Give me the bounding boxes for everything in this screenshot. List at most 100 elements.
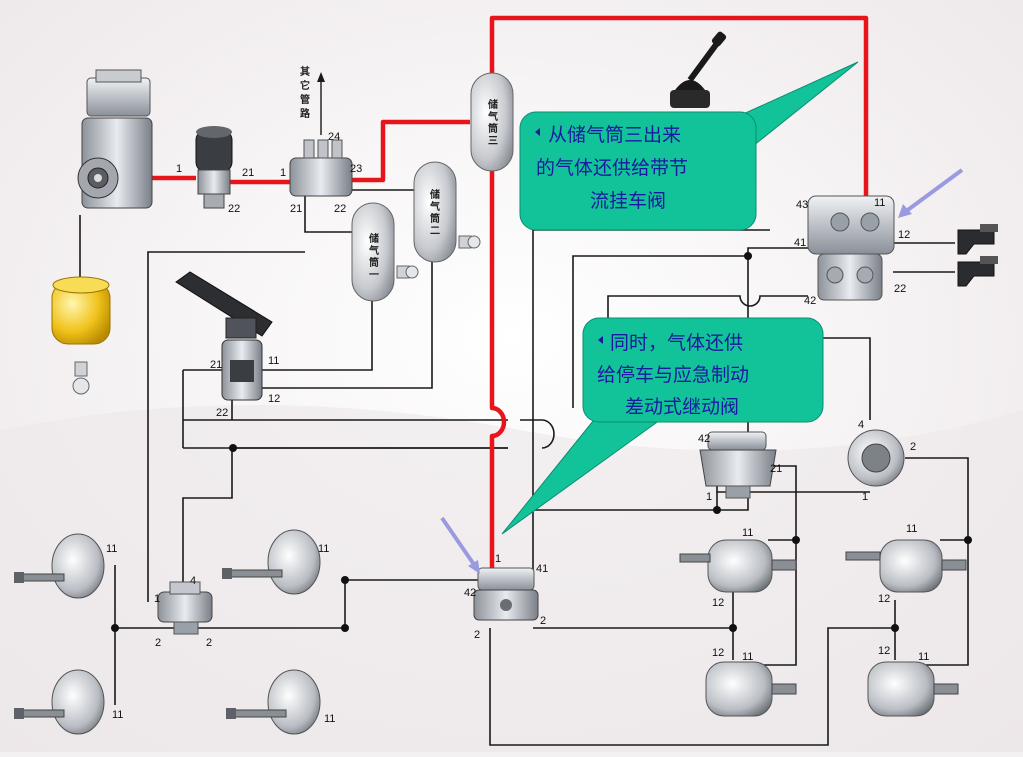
hand-brake-valve-icon: [670, 31, 727, 108]
spring-brake-chamber-icon: [679, 539, 797, 593]
tank3-char-3: 筒: [488, 122, 498, 135]
brake-chamber-icon: [14, 669, 105, 735]
port-label: 11: [106, 543, 117, 555]
port-label: 43: [796, 199, 808, 211]
port-label: 11: [324, 713, 335, 725]
pipe-junctions: [111, 252, 972, 632]
junction-dot: [964, 536, 972, 544]
port-label: 22: [228, 203, 240, 215]
tank1-char-1: 储: [368, 232, 379, 245]
drain-valve-icon: [72, 361, 90, 395]
other-pipeline-arrow: [317, 72, 325, 135]
port-label: 1: [495, 553, 501, 565]
tank1-char-2: 气: [368, 244, 379, 257]
pipe-brake22-to-relay-left: [182, 448, 233, 590]
port-label: 1: [176, 163, 182, 175]
differential-relay-valve-icon: [699, 431, 777, 499]
relay-valve-left-icon: [157, 581, 213, 635]
spring-brake-valve-icon: [847, 429, 905, 487]
junction-dot: [713, 506, 721, 514]
port-label: 1: [154, 593, 160, 605]
other-pipeline-char-2: 它: [300, 79, 310, 92]
foot-brake-valve-icon: [175, 271, 273, 401]
callout-middle-line-2: 给停车与应急制动: [597, 364, 749, 386]
port-label: 12: [712, 597, 724, 609]
highlight-arrow-icon: [898, 168, 964, 218]
tank2-char-4: 二: [430, 225, 440, 237]
spring-brake-chamber-icon: [845, 539, 967, 593]
compressor-icon: [77, 69, 153, 209]
pipe-cross-hump: [520, 419, 555, 449]
callout-top-line-3: 流挂车阀: [590, 190, 666, 212]
port-label: 1: [280, 167, 286, 179]
trailer-control-valve-icon: [807, 195, 895, 301]
pipe-valve-r2-to-chambers: [905, 457, 969, 666]
gladhand-icon: [957, 224, 998, 255]
air-dryer-icon: [195, 126, 233, 209]
port-label: 1: [706, 491, 712, 503]
air-tank-2: 储 气 筒 二: [413, 161, 457, 263]
tank2-char-3: 筒: [430, 212, 440, 225]
port-label: 12: [878, 593, 890, 605]
port-labels: 1 21 22 1 24 23 21 22 43 11 41 42 12 22 …: [106, 131, 929, 725]
callout-top-line-1: 从储气筒三出来: [548, 124, 681, 146]
red-pipe-tank3-to-relay: [489, 168, 507, 570]
port-label: 42: [804, 295, 816, 307]
port-label: 42: [698, 433, 710, 445]
junction-dot: [341, 624, 349, 632]
red-pipe-pv-to-tank3: [352, 119, 470, 183]
port-label: 21: [210, 359, 222, 371]
tank3-char-2: 气: [487, 110, 498, 123]
port-label: 12: [712, 647, 724, 659]
junction-dot: [891, 624, 899, 632]
port-label: 2: [206, 637, 212, 649]
port-label: 4: [858, 419, 864, 431]
callout-top: 从储气筒三出来 的气体还供给带节 流挂车阀: [519, 61, 859, 231]
port-label: 12: [878, 645, 890, 657]
pipe-left-riser: [147, 251, 305, 602]
bullet-icon: [535, 128, 540, 136]
spring-brake-chamber-icon: [705, 661, 797, 717]
port-label: 1: [862, 491, 868, 503]
tank3-char-1: 储: [487, 98, 498, 111]
air-tank-3: 储 气 筒 三: [470, 72, 514, 172]
port-label: 41: [794, 237, 806, 249]
bullet-icon: [598, 336, 603, 344]
port-label: 21: [242, 167, 254, 179]
drain-valve-icon: [458, 235, 481, 249]
port-label: 11: [874, 197, 885, 209]
brake-chamber-icon: [226, 669, 321, 735]
callout-top-line-2: 的气体还供给带节: [536, 157, 688, 179]
other-pipeline-char-4: 路: [300, 107, 311, 120]
port-label: 12: [898, 229, 910, 241]
spring-brake-chamber-icon: [867, 661, 959, 717]
port-label: 4: [190, 575, 196, 587]
port-label: 12: [268, 393, 280, 405]
junction-dot: [792, 536, 800, 544]
port-label: 11: [742, 527, 753, 539]
drain-valve-icon: [396, 265, 419, 279]
port-label: 21: [290, 203, 302, 215]
port-label: 22: [334, 203, 346, 215]
port-label: 2: [910, 441, 916, 453]
pipe-tank2-to-brake12: [262, 262, 433, 389]
pipe-tank1-to-brake11: [262, 300, 373, 371]
port-label: 11: [268, 355, 279, 367]
tank1-char-4: 一: [369, 270, 379, 281]
highlight-arrow-icon: [440, 516, 480, 574]
other-pipeline-char-1: 其: [300, 65, 310, 78]
callout-middle-line-3: 差动式继动阀: [625, 396, 739, 418]
port-label: 42: [464, 587, 476, 599]
junction-dot: [341, 576, 349, 584]
callout-middle: 同时，气体还供 给停车与应急制动 差动式继动阀: [501, 317, 824, 535]
port-label: 11: [906, 523, 917, 535]
protection-valve-icon: [289, 139, 353, 197]
yellow-tank-icon: [51, 276, 111, 345]
other-pipeline-char-3: 管: [300, 93, 310, 106]
port-label: 23: [350, 163, 362, 175]
tank3-char-4: 三: [488, 135, 498, 147]
relay-valve-icon: [473, 567, 539, 621]
junction-dot: [111, 624, 119, 632]
